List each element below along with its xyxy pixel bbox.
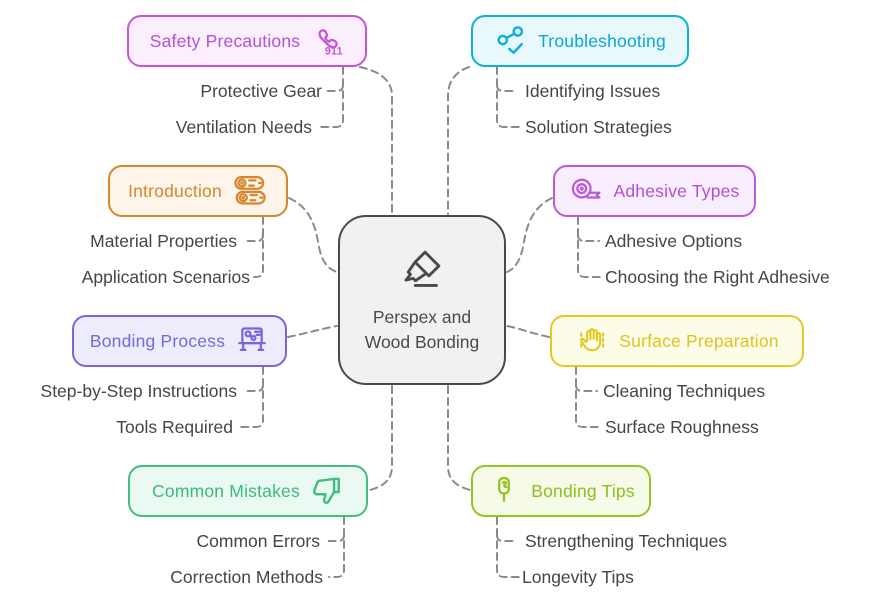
connector-surface-roughness: [575, 366, 600, 428]
connector-adhesive-options: [577, 234, 600, 242]
branch-label: Safety Precautions: [149, 30, 301, 51]
connector-solution-strategies: [496, 66, 520, 128]
branch-troubleshooting[interactable]: Troubleshooting: [471, 15, 689, 67]
glue-stick-icon: [487, 474, 521, 508]
connector-protective-gear: [326, 84, 344, 92]
connector-troubleshooting-center: [447, 66, 470, 215]
branch-label: Introduction: [128, 180, 222, 201]
branch-bonding-tips[interactable]: Bonding Tips: [471, 465, 651, 517]
connector-material-properties: [242, 234, 264, 242]
branch-common-mistakes[interactable]: Common Mistakes: [128, 465, 368, 517]
branch-label: Bonding Process: [89, 330, 226, 351]
leaf-common-errors[interactable]: Common Errors: [196, 531, 321, 551]
connector-correction-methods: [328, 516, 345, 578]
branch-label: Surface Preparation: [619, 330, 779, 351]
connector-longevity-tips: [496, 516, 520, 578]
connector-step-by-step: [242, 384, 264, 392]
leaf-identifying-issues[interactable]: Identifying Issues: [525, 81, 661, 101]
leaf-step-by-step[interactable]: Step-by-Step Instructions: [40, 381, 237, 401]
leaf-adhesive-options[interactable]: Adhesive Options: [605, 231, 743, 251]
hand-icon: [575, 324, 609, 358]
branch-label: Common Mistakes: [152, 480, 300, 501]
connector-tools-required: [238, 366, 264, 428]
connector-cleaning-techniques: [575, 384, 598, 392]
connector-adhesive-center: [506, 197, 553, 273]
tape-roll-icon: [569, 174, 603, 208]
branch-adhesive-types[interactable]: Adhesive Types: [553, 165, 756, 217]
leaf-protective-gear[interactable]: Protective Gear: [200, 81, 322, 101]
branch-label: Troubleshooting: [538, 30, 666, 51]
branch-label: Adhesive Types: [613, 180, 740, 201]
wood-logs-icon: [232, 174, 268, 208]
highlighter-icon: [399, 246, 445, 297]
leaf-cleaning-techniques[interactable]: Cleaning Techniques: [603, 381, 766, 401]
thumbs-down-icon: [310, 474, 344, 508]
connector-choosing-adhesive: [577, 216, 601, 278]
connector-bonding-process-center: [287, 325, 338, 338]
connector-ventilation-needs: [317, 66, 344, 128]
leaf-solution-strategies[interactable]: Solution Strategies: [525, 117, 672, 137]
branch-introduction[interactable]: Introduction: [108, 165, 288, 217]
leaf-longevity-tips[interactable]: Longevity Tips: [522, 567, 634, 587]
leaf-surface-roughness[interactable]: Surface Roughness: [605, 417, 759, 437]
leaf-strengthening-techniques[interactable]: Strengthening Techniques: [525, 531, 728, 551]
workbench-icon: [235, 324, 269, 358]
center-title: Perspex and Wood Bonding: [364, 306, 480, 352]
connector-bonding-tips-center: [447, 385, 471, 491]
connector-common-errors: [325, 534, 345, 542]
center-node[interactable]: Perspex and Wood Bonding: [338, 215, 506, 385]
leaf-application-scenarios[interactable]: Application Scenarios: [81, 267, 250, 287]
leaf-choosing-adhesive[interactable]: Choosing the Right Adhesive: [605, 267, 830, 287]
connector-application-scenarios: [253, 216, 264, 278]
leaf-ventilation-needs[interactable]: Ventilation Needs: [175, 117, 312, 137]
branch-bonding-process[interactable]: Bonding Process: [72, 315, 287, 367]
svg-text:911: 911: [325, 45, 343, 57]
emergency-phone-911-icon: 911: [310, 24, 344, 58]
connector-safety-center: [359, 66, 393, 215]
share-check-icon: [494, 24, 528, 58]
connector-common-mistakes-center: [369, 385, 393, 491]
branch-surface-preparation[interactable]: Surface Preparation: [550, 315, 804, 367]
connector-introduction-center: [288, 197, 338, 273]
connector-surface-prep-center: [506, 325, 550, 338]
connector-strengthening: [496, 534, 518, 542]
branch-safety-precautions[interactable]: Safety Precautions 911: [127, 15, 367, 67]
branch-label: Bonding Tips: [531, 480, 635, 501]
leaf-material-properties[interactable]: Material Properties: [90, 231, 237, 251]
leaf-tools-required[interactable]: Tools Required: [116, 417, 233, 437]
leaf-correction-methods[interactable]: Correction Methods: [170, 567, 323, 587]
connector-identifying-issues: [496, 84, 518, 92]
